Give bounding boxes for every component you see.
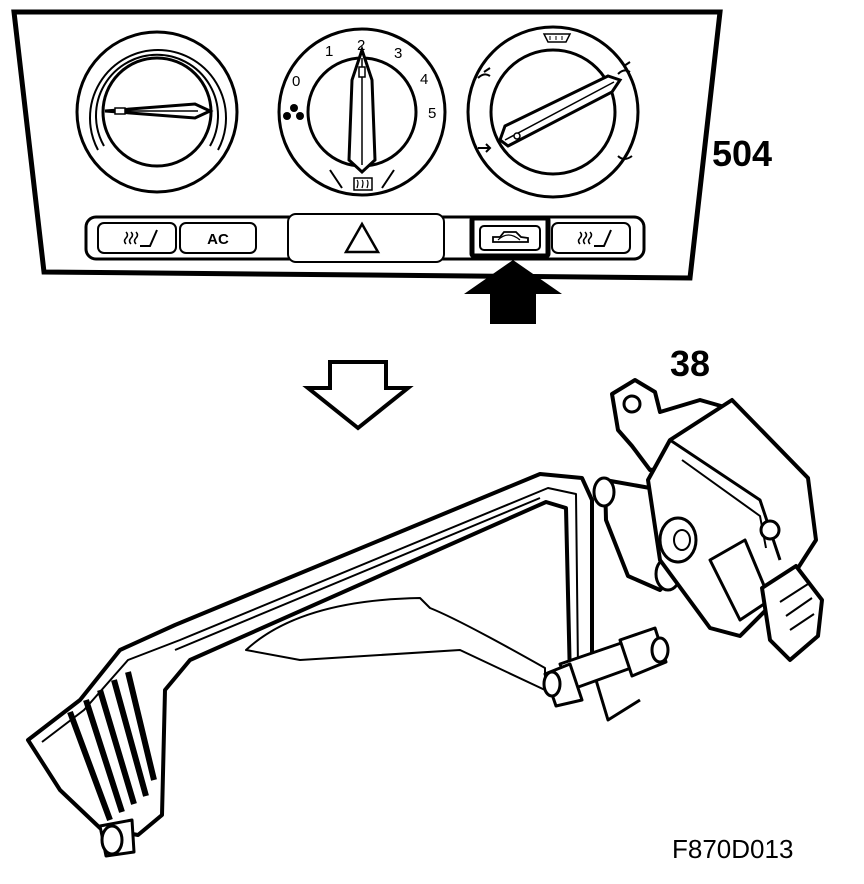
pointer-arrow-icon [464,260,562,324]
fan-label-0: 0 [292,73,300,90]
seat-heater-right-button[interactable] [551,222,631,254]
seat-heater-left-icon [123,229,158,247]
ac-button[interactable]: AC [179,222,257,254]
rear-defrost-icon [353,177,373,191]
ac-button-label: AC [207,231,229,248]
fan-label-4: 4 [420,71,428,88]
recirculation-button[interactable] [469,215,551,259]
callout-504: 504 [712,133,772,174]
hollow-down-arrow-icon [302,360,414,431]
seat-heater-left-button[interactable] [97,222,177,254]
air-distribution-dial [466,25,640,199]
fan-label-3: 3 [394,45,402,62]
actuator-housing [646,398,818,638]
temperature-dial [75,30,239,194]
hazard-button[interactable] [343,221,381,254]
windshield-defrost-icon [542,33,572,43]
fan-label-1: 1 [325,43,333,60]
fan-speed-dial: 0 1 2 3 4 5 [277,27,447,197]
recirculation-car-icon [492,231,529,243]
airflow-lower-right-icon [617,155,633,160]
recirculation-damper-assembly [26,378,824,858]
fan-label-5: 5 [428,105,436,122]
figure-code: F870D013 [672,834,793,864]
hazard-icon [343,221,381,254]
airflow-left-icon [478,143,492,153]
seat-heater-right-icon [577,229,612,247]
airflow-upper-right-icon [617,61,631,75]
damper-flap-web [245,597,546,691]
callout-38: 38 [670,343,710,384]
airflow-upper-left-icon [477,67,491,79]
fan-label-2: 2 [357,37,365,54]
fan-icon [283,104,304,120]
